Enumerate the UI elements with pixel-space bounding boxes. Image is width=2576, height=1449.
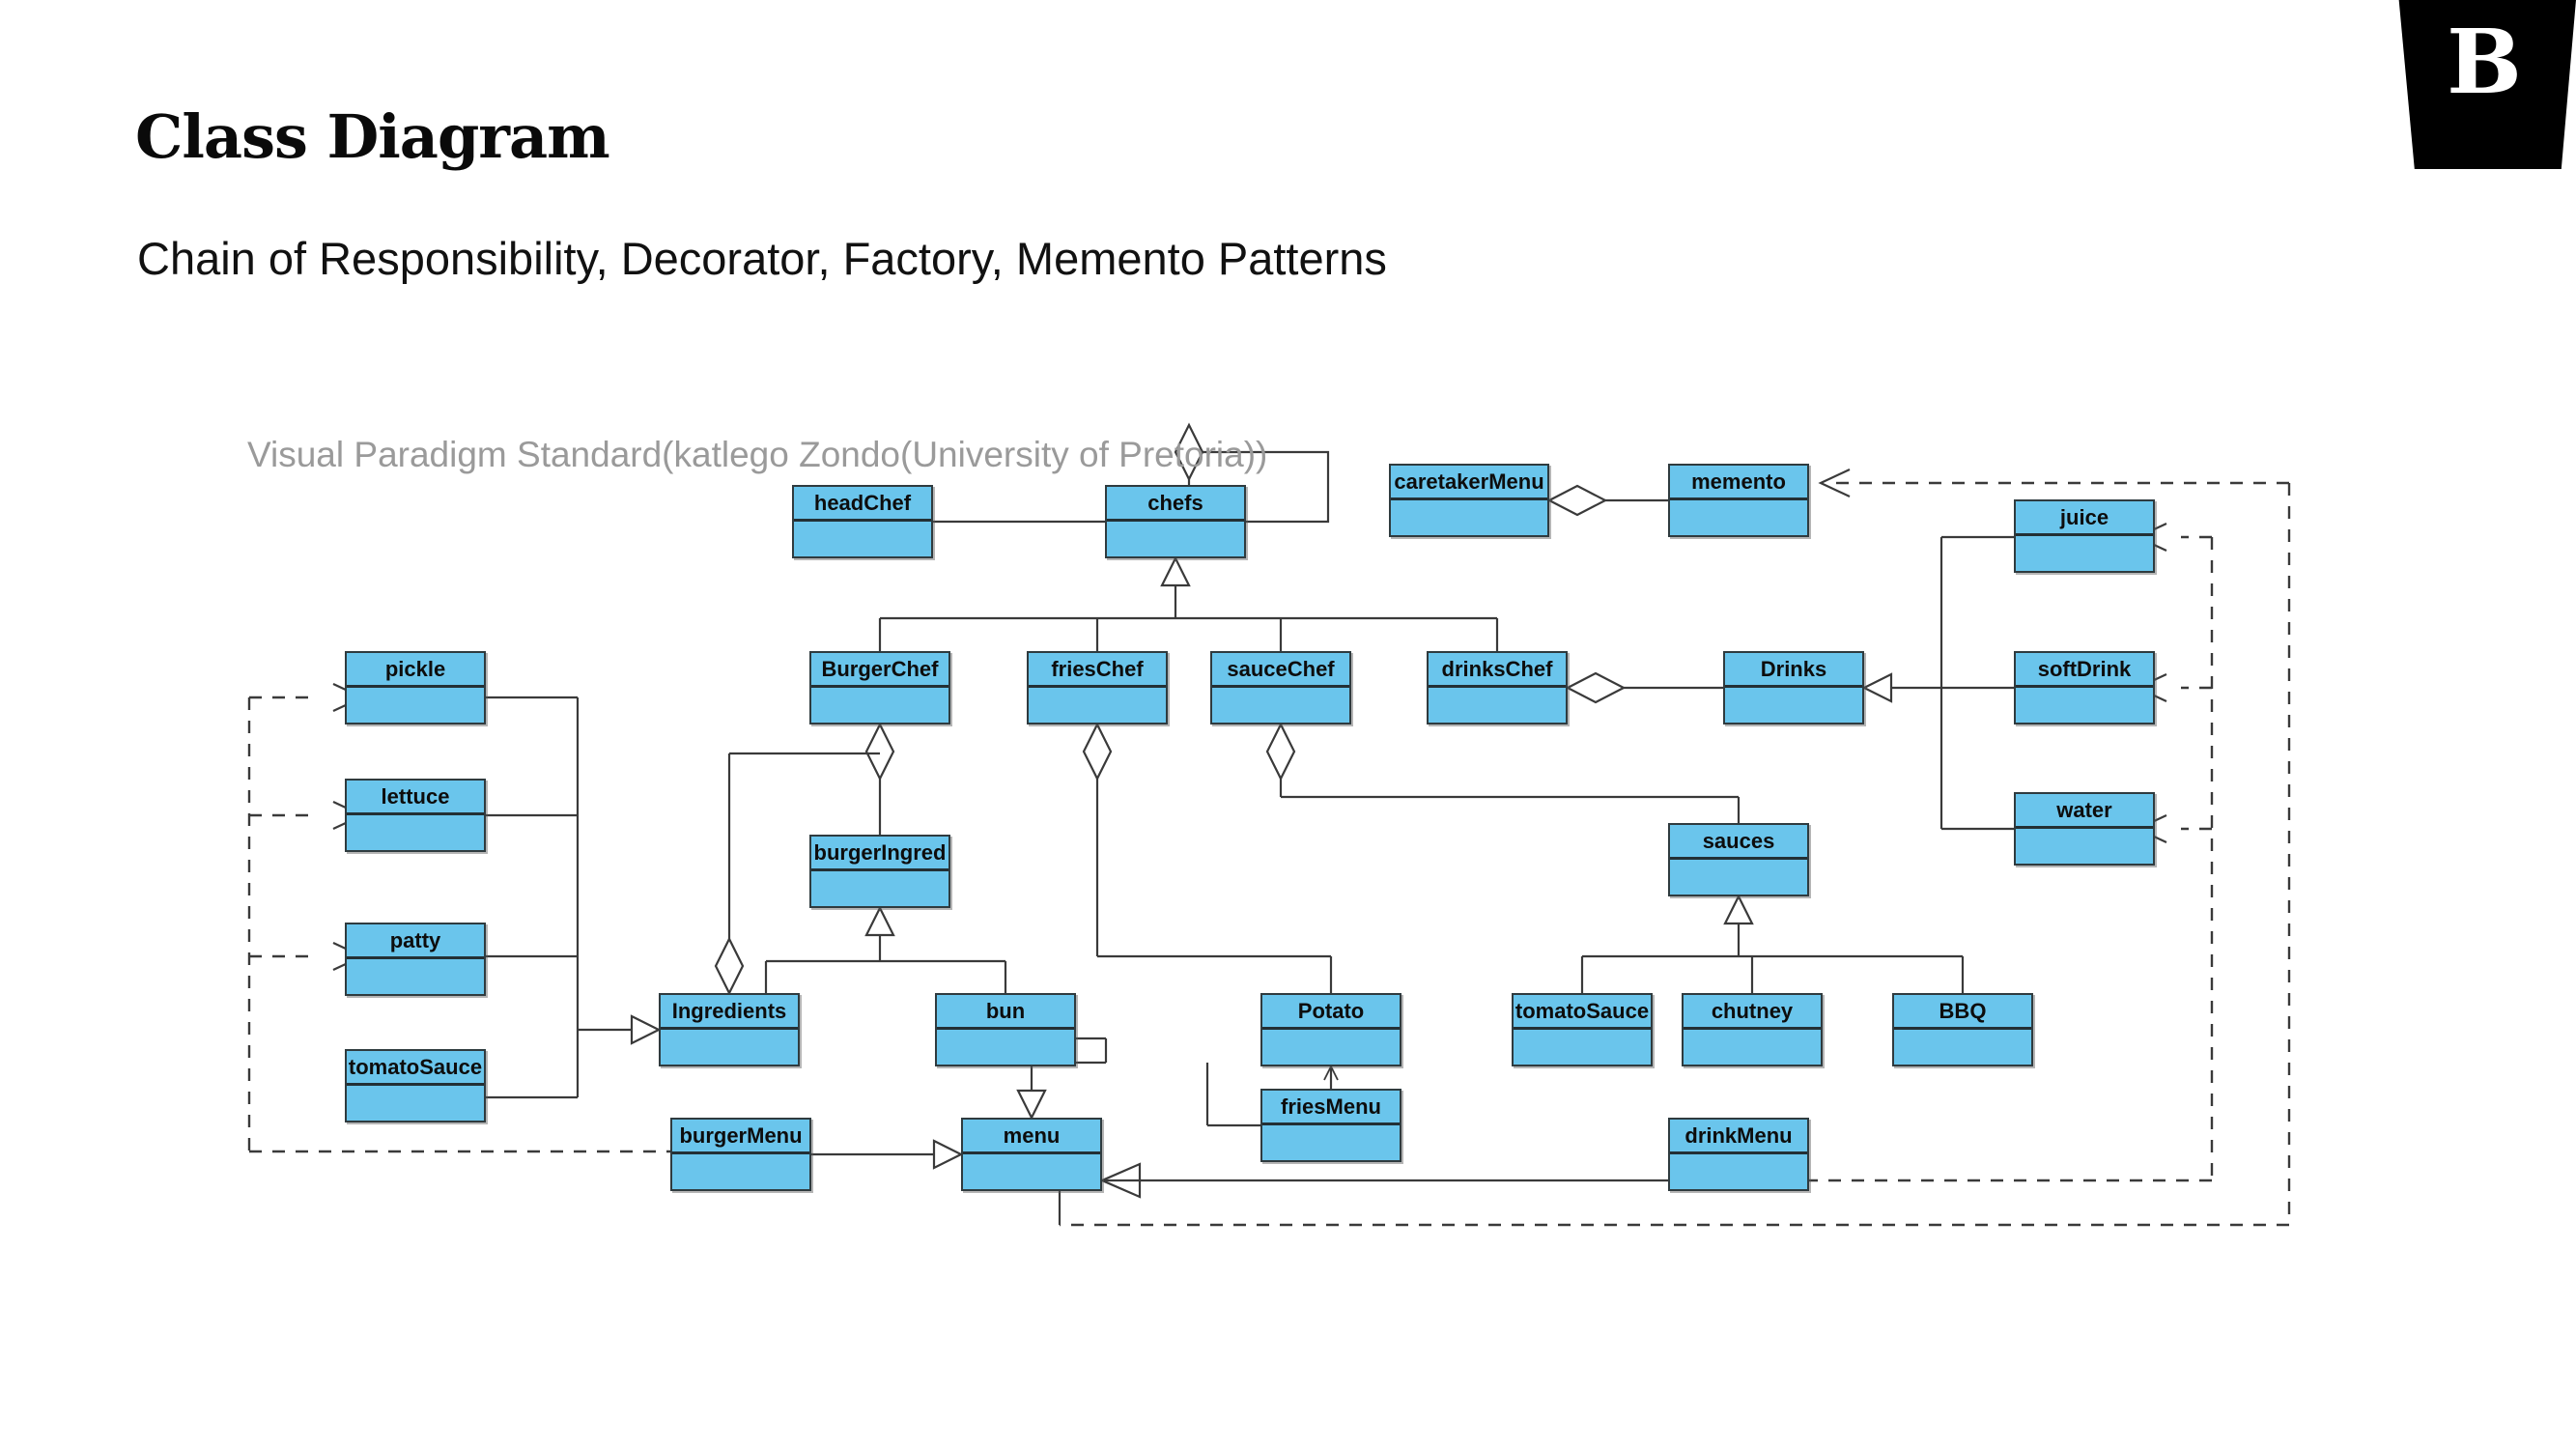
diagram-watermark: Visual Paradigm Standard(katlego Zondo(U… xyxy=(247,435,1268,474)
uml-class-title: bun xyxy=(937,995,1074,1030)
uml-class-title: sauceChef xyxy=(1212,653,1349,688)
uml-class-body xyxy=(1670,860,1807,892)
uml-class-chefs[interactable]: chefs xyxy=(1105,485,1246,558)
uml-class-title: tomatoSauce xyxy=(1514,995,1651,1030)
uml-class-Potato[interactable]: Potato xyxy=(1260,993,1401,1066)
uml-class-drinkMenu[interactable]: drinkMenu xyxy=(1668,1118,1809,1191)
uml-class-title: juice xyxy=(2016,501,2153,536)
uml-class-body xyxy=(1429,688,1566,720)
uml-class-body xyxy=(1684,1030,1821,1062)
uml-class-body xyxy=(1725,688,1862,720)
uml-class-patty[interactable]: patty xyxy=(345,923,486,996)
uml-class-juice[interactable]: juice xyxy=(2014,499,2155,573)
uml-class-BurgerChef[interactable]: BurgerChef xyxy=(809,651,950,724)
uml-class-title: menu xyxy=(963,1120,1100,1154)
uml-class-menu[interactable]: menu xyxy=(961,1118,1102,1191)
page-title: Class Diagram xyxy=(135,101,610,172)
uml-class-body xyxy=(1514,1030,1651,1062)
uml-class-title: BBQ xyxy=(1894,995,2031,1030)
uml-class-title: sauces xyxy=(1670,825,1807,860)
uml-class-lettuce[interactable]: lettuce xyxy=(345,779,486,852)
uml-class-softDrink[interactable]: softDrink xyxy=(2014,651,2155,724)
uml-class-title: drinkMenu xyxy=(1670,1120,1807,1154)
uml-class-body xyxy=(672,1154,809,1186)
uml-class-title: chefs xyxy=(1107,487,1244,522)
uml-class-body xyxy=(811,871,948,903)
uml-class-title: BurgerChef xyxy=(811,653,948,688)
uml-class-title: chutney xyxy=(1684,995,1821,1030)
uml-class-body xyxy=(1029,688,1166,720)
uml-class-title: friesChef xyxy=(1029,653,1166,688)
uml-class-burgerMenu[interactable]: burgerMenu xyxy=(670,1118,811,1191)
uml-class-title: pickle xyxy=(347,653,484,688)
uml-class-body xyxy=(1894,1030,2031,1062)
uml-class-body xyxy=(963,1154,1100,1186)
uml-class-chutney[interactable]: chutney xyxy=(1682,993,1823,1066)
uml-class-body xyxy=(1262,1030,1400,1062)
uml-class-title: tomatoSauce xyxy=(347,1051,484,1086)
uml-class-body xyxy=(1262,1125,1400,1157)
uml-class-title: memento xyxy=(1670,466,1807,500)
uml-class-title: Potato xyxy=(1262,995,1400,1030)
uml-class-Ingredients[interactable]: Ingredients xyxy=(659,993,800,1066)
uml-class-title: headChef xyxy=(794,487,931,522)
uml-class-body xyxy=(1212,688,1349,720)
uml-class-body xyxy=(347,688,484,720)
uml-class-tomatoSauceS[interactable]: tomatoSauce xyxy=(1512,993,1653,1066)
uml-class-title: friesMenu xyxy=(1262,1091,1400,1125)
uml-class-sauceChef[interactable]: sauceChef xyxy=(1210,651,1351,724)
uml-class-title: burgerMenu xyxy=(672,1120,809,1154)
uml-class-title: lettuce xyxy=(347,781,484,815)
uml-class-caretakerMenu[interactable]: caretakerMenu xyxy=(1389,464,1549,537)
uml-class-title: softDrink xyxy=(2016,653,2153,688)
uml-class-body xyxy=(1391,500,1547,532)
uml-class-body xyxy=(661,1030,798,1062)
uml-class-body xyxy=(2016,829,2153,861)
uml-class-Drinks[interactable]: Drinks xyxy=(1723,651,1864,724)
uml-class-title: drinksChef xyxy=(1429,653,1566,688)
uml-class-body xyxy=(1670,500,1807,532)
uml-class-body xyxy=(1107,522,1244,554)
logo-trapezoid-shape xyxy=(2398,0,2576,169)
uml-class-title: Ingredients xyxy=(661,995,798,1030)
uml-class-body xyxy=(2016,536,2153,568)
uml-class-body xyxy=(937,1030,1074,1062)
uml-class-body xyxy=(347,815,484,847)
page-subtitle: Chain of Responsibility, Decorator, Fact… xyxy=(137,233,1387,284)
uml-class-water[interactable]: water xyxy=(2014,792,2155,866)
uml-class-burgerIngred[interactable]: burgerIngred xyxy=(809,835,950,908)
uml-class-friesChef[interactable]: friesChef xyxy=(1027,651,1168,724)
uml-class-title: Drinks xyxy=(1725,653,1862,688)
uml-class-body xyxy=(347,1086,484,1118)
uml-class-tomatoSauceD[interactable]: tomatoSauce xyxy=(345,1049,486,1122)
uml-class-body xyxy=(2016,688,2153,720)
uml-class-title: burgerIngred xyxy=(811,837,948,871)
uml-class-body xyxy=(811,688,948,720)
uml-class-pickle[interactable]: pickle xyxy=(345,651,486,724)
uml-class-body xyxy=(1670,1154,1807,1186)
brand-logo: B xyxy=(2392,0,2576,169)
uml-class-drinksChef[interactable]: drinksChef xyxy=(1427,651,1568,724)
uml-class-body xyxy=(794,522,931,554)
uml-class-headChef[interactable]: headChef xyxy=(792,485,933,558)
uml-class-BBQ[interactable]: BBQ xyxy=(1892,993,2033,1066)
logo-letter: B xyxy=(2447,10,2522,114)
uml-class-sauces[interactable]: sauces xyxy=(1668,823,1809,896)
uml-class-memento[interactable]: memento xyxy=(1668,464,1809,537)
uml-class-friesMenu[interactable]: friesMenu xyxy=(1260,1089,1401,1162)
uml-class-title: water xyxy=(2016,794,2153,829)
uml-class-title: caretakerMenu xyxy=(1391,466,1547,500)
uml-class-bun[interactable]: bun xyxy=(935,993,1076,1066)
uml-class-body xyxy=(347,959,484,991)
uml-class-title: patty xyxy=(347,924,484,959)
